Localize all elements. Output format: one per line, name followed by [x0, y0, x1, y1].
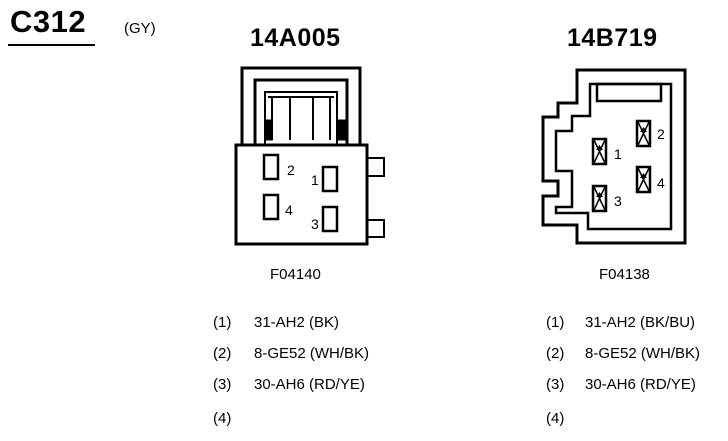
pin-circuit: 30-AH6 (RD/YE) [254, 376, 365, 393]
right-cavity-label-4: 4 [657, 175, 665, 191]
left-figure-id: F04140 [270, 266, 321, 283]
pin-circuit: 8-GE52 (WH/BK) [585, 345, 701, 362]
left-connector-drawing [234, 66, 385, 246]
pin-number: (2) [546, 345, 565, 362]
left-cavity-label-1: 1 [311, 172, 319, 188]
right-terminal-2 [635, 119, 652, 148]
right-figure-id: F04138 [599, 266, 650, 283]
pin-number: (4) [546, 410, 565, 427]
pin-number: (1) [546, 314, 565, 331]
right-terminal-1 [591, 137, 608, 166]
left-cavity-label-4: 4 [285, 202, 293, 218]
right-terminal-3 [591, 184, 608, 213]
right-cavity-label-1: 1 [614, 146, 622, 162]
pin-number: (4) [213, 410, 232, 427]
pin-number: (3) [546, 376, 565, 393]
pin-number: (2) [213, 345, 232, 362]
pin-circuit: 30-AH6 (RD/YE) [585, 376, 696, 393]
left-cavity-label-3: 3 [311, 216, 319, 232]
pin-circuit: 31-AH2 (BK) [254, 314, 340, 331]
pin-number: (1) [213, 314, 232, 331]
right-terminals [591, 119, 652, 213]
pin-circuit: 8-GE52 (WH/BK) [254, 345, 370, 362]
right-cavity-label-3: 3 [614, 193, 622, 209]
right-cavity-label-2: 2 [657, 126, 665, 142]
connector-id: C312 [10, 4, 87, 39]
connector-color-code: (GY) [124, 20, 156, 37]
pin-circuit: 31-AH2 (BK/BU) [585, 314, 696, 331]
right-terminal-4 [635, 165, 652, 194]
left-part-number: 14A005 [250, 24, 341, 52]
right-part-number: 14B719 [567, 24, 658, 52]
left-cavity-label-2: 2 [287, 162, 295, 178]
pin-number: (3) [213, 376, 232, 393]
title-underline [8, 44, 95, 46]
right-connector-drawing [541, 68, 687, 245]
